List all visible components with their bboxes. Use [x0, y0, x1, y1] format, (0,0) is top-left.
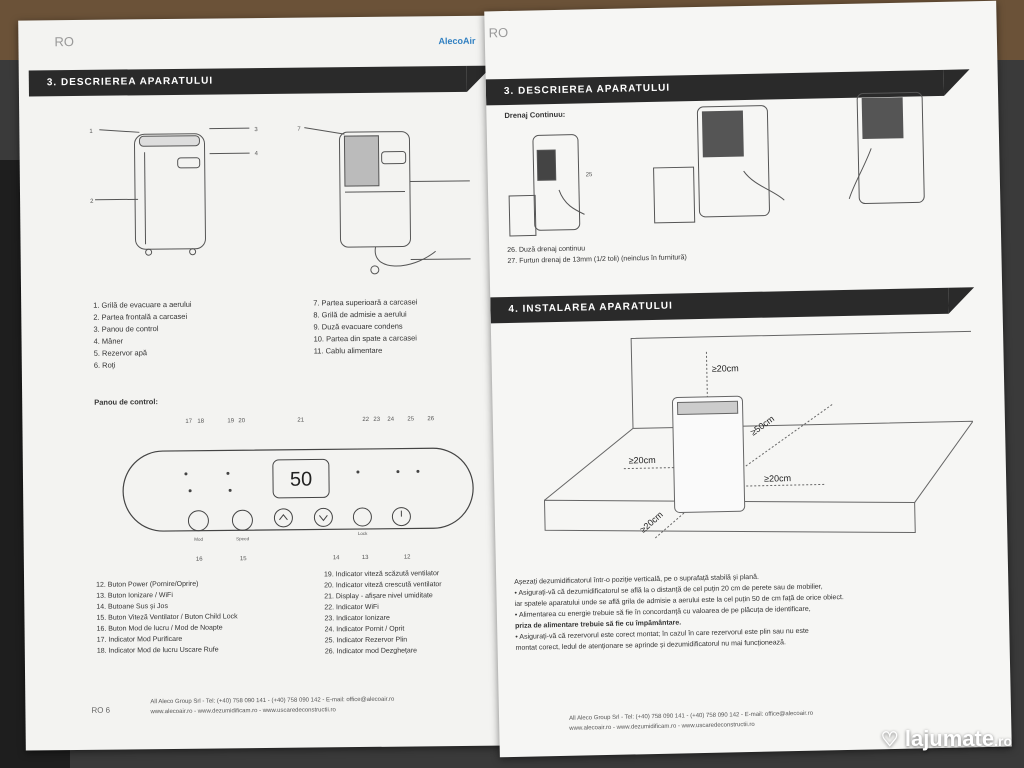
panel-title: Panou de control: — [94, 397, 158, 407]
dehumidifier-diagram: 1 2 3 4 7 — [89, 127, 471, 275]
list-item: 11. Cablu alimentare — [313, 345, 383, 356]
callout-25: 25 — [407, 416, 414, 422]
installation-diagram: ≥20cm ≥50cm ≥20cm ≥20cm ≥20cm — [543, 330, 974, 539]
install-instructions: Așezați dezumidificatorul într-o poziție… — [514, 570, 845, 654]
callout-26: 26 — [427, 416, 434, 422]
svg-text:2: 2 — [90, 199, 94, 205]
callout-16: 16 — [196, 557, 203, 563]
parts-list-right: 7. Partea superioară a carcasei 8. Grilă… — [313, 296, 418, 357]
list-item: 5. Rezervor apă — [93, 348, 148, 358]
callout-19: 19 — [227, 418, 234, 424]
callout-21: 21 — [297, 418, 304, 424]
footer-contact: All Aleco Group Srl - Tel: (+40) 758 090… — [569, 710, 814, 722]
control-panel-diagram: 50 17 18 19 20 21 22 23 24 25 26 16 15 1… — [122, 416, 474, 563]
install-banner: 4. INSTALAREA APARATULUI — [490, 287, 949, 324]
footer-websites: www.alecoair.ro - www.dezumidificam.ro -… — [150, 707, 336, 716]
left-page: RO AlecoAir 3. DESCRIEREA APARATULUI 1 2… — [18, 15, 514, 751]
list-item: 3. Panou de control — [93, 324, 159, 334]
list-item: 10. Partea din spate a carcasei — [313, 333, 417, 344]
dim-left: ≥20cm — [629, 455, 656, 466]
heart-icon: ♡ — [880, 729, 899, 751]
callout-15: 15 — [240, 556, 247, 562]
list-item: 6. Roți — [93, 360, 116, 370]
page-number: RO 6 — [91, 705, 111, 715]
list-item: 9. Duză evacuare condens — [313, 321, 403, 332]
watermark-suffix: .ro — [994, 733, 1012, 749]
legend-right: 19. Indicator viteză scăzută ventilator … — [324, 568, 442, 657]
svg-text:3: 3 — [254, 127, 258, 133]
drain-note-27: 27. Furtun drenaj de 13mm (1/2 toli) (ne… — [507, 254, 687, 266]
section-banner: 3. DESCRIEREA APARATULUI — [28, 65, 467, 97]
list-item: 18. Indicator Mod de lucru Uscare Rufe — [96, 646, 219, 655]
dim-top: ≥20cm — [712, 363, 739, 374]
page-lang: RO — [488, 24, 509, 41]
callout-22: 22 — [362, 417, 369, 423]
list-item: 26. Indicator mod Dezghețare — [324, 647, 418, 656]
callout-20: 20 — [238, 418, 245, 424]
callout-18: 18 — [197, 419, 204, 425]
right-page: RO 3. DESCRIEREA APARATULUI Drenaj Conti… — [484, 0, 1012, 758]
list-item: 2. Partea frontală a carcasei — [93, 311, 188, 322]
site-watermark: ♡ lajumate.ro — [881, 726, 1012, 752]
btn-label-speed: Speed — [236, 536, 250, 541]
btn-label-lock: Lock — [358, 531, 368, 536]
callout-23: 23 — [373, 417, 380, 423]
list-item: 8. Grilă de admisie a aerului — [313, 309, 407, 320]
humidity-display: 50 — [290, 469, 312, 491]
callout-13: 13 — [362, 555, 369, 561]
footer-websites: www.alecoair.ro - www.dezumidificam.ro -… — [569, 721, 755, 732]
page-lang: RO — [54, 33, 74, 50]
callout-25: 25 — [586, 172, 593, 178]
list-item: 4. Mâner — [93, 336, 124, 346]
dim-right: ≥20cm — [764, 473, 791, 484]
parts-list-left: 1. Grilă de evacuare a aerului 2. Partea… — [93, 299, 192, 372]
drainage-diagram: 25 — [508, 91, 925, 237]
legend-left: 12. Buton Power (Pornire/Oprire) 13. But… — [96, 578, 238, 656]
list-item: 7. Partea superioară a carcasei — [313, 297, 418, 308]
btn-label-mode: Mod — [194, 537, 203, 542]
callout-12: 12 — [404, 554, 411, 560]
svg-text:7: 7 — [297, 127, 301, 133]
footer-contact: All Aleco Group Srl - Tel: (+40) 758 090… — [150, 696, 395, 706]
callout-17: 17 — [185, 419, 192, 425]
brand-logo: AlecoAir — [438, 35, 476, 47]
callout-24: 24 — [387, 417, 394, 423]
callout-14: 14 — [333, 555, 340, 561]
list-item: 1. Grilă de evacuare a aerului — [93, 299, 192, 310]
svg-text:4: 4 — [255, 151, 259, 157]
watermark-brand: lajumate — [904, 726, 995, 751]
drain-note-26: 26. Duză drenaj continuu — [507, 245, 586, 255]
svg-text:1: 1 — [89, 129, 93, 135]
